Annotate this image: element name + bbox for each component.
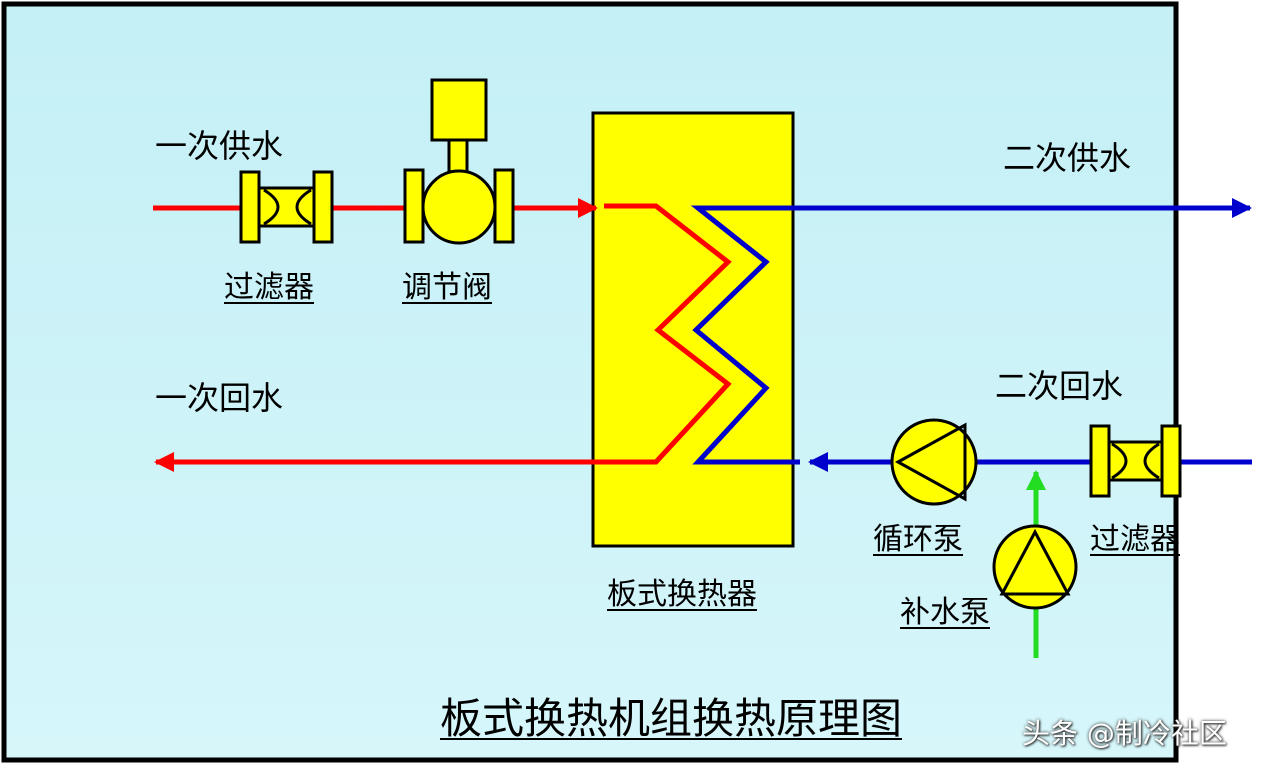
makeup-pump-label: 补水泵 [900,595,990,630]
filter-primary-label: 过滤器 [224,270,314,305]
diagram-background [1,1,1179,763]
control-valve-label: 调节阀 [402,270,492,305]
primary-return-label: 一次回水 [155,379,284,417]
heat-exchanger-label: 板式换热器 [607,577,757,612]
primary-supply-label: 一次供水 [155,127,284,165]
secondary-return-label: 二次回水 [995,367,1124,405]
secondary-zigzag [690,205,800,465]
diagram-title: 板式换热机组换热原理图 [440,694,903,743]
circulation-pump-icon [890,418,978,506]
watermark: 头条 @制冷社区 [1022,717,1227,750]
filter-icon [1089,424,1182,498]
circulation-pump-label: 循环泵 [873,522,963,557]
control-valve-icon [403,78,515,245]
filter-icon [239,170,334,244]
primary-zigzag [596,203,732,465]
secondary-supply-label: 二次供水 [1003,139,1132,177]
makeup-pump-icon [992,524,1078,610]
filter-secondary-label: 过滤器 [1090,522,1180,557]
